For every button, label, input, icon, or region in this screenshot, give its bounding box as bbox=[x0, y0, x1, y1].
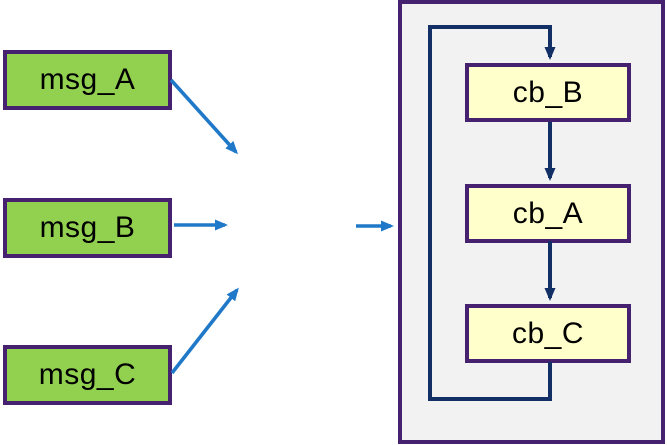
cb-c-label: cb_C bbox=[511, 316, 585, 350]
cb-a-box: cb_A bbox=[465, 184, 631, 243]
callback-group-container: cb_B cb_A cb_C bbox=[398, 0, 665, 444]
msg-c-box: msg_C bbox=[3, 345, 172, 405]
msg-b-box: msg_B bbox=[3, 198, 172, 258]
cb-a-label: cb_A bbox=[512, 196, 584, 230]
cb-c-box: cb_C bbox=[465, 304, 631, 363]
msg-a-box: msg_A bbox=[3, 50, 172, 110]
msg-b-label: msg_B bbox=[39, 211, 136, 244]
msg-c-label: msg_C bbox=[38, 358, 137, 391]
msg-a-label: msg_A bbox=[39, 63, 136, 96]
arrow-msg-c-to-dispatch-icon bbox=[170, 287, 239, 375]
arrow-msg-a-to-dispatch-icon bbox=[169, 78, 239, 155]
cb-b-label: cb_B bbox=[512, 75, 584, 109]
cb-b-box: cb_B bbox=[465, 63, 631, 122]
